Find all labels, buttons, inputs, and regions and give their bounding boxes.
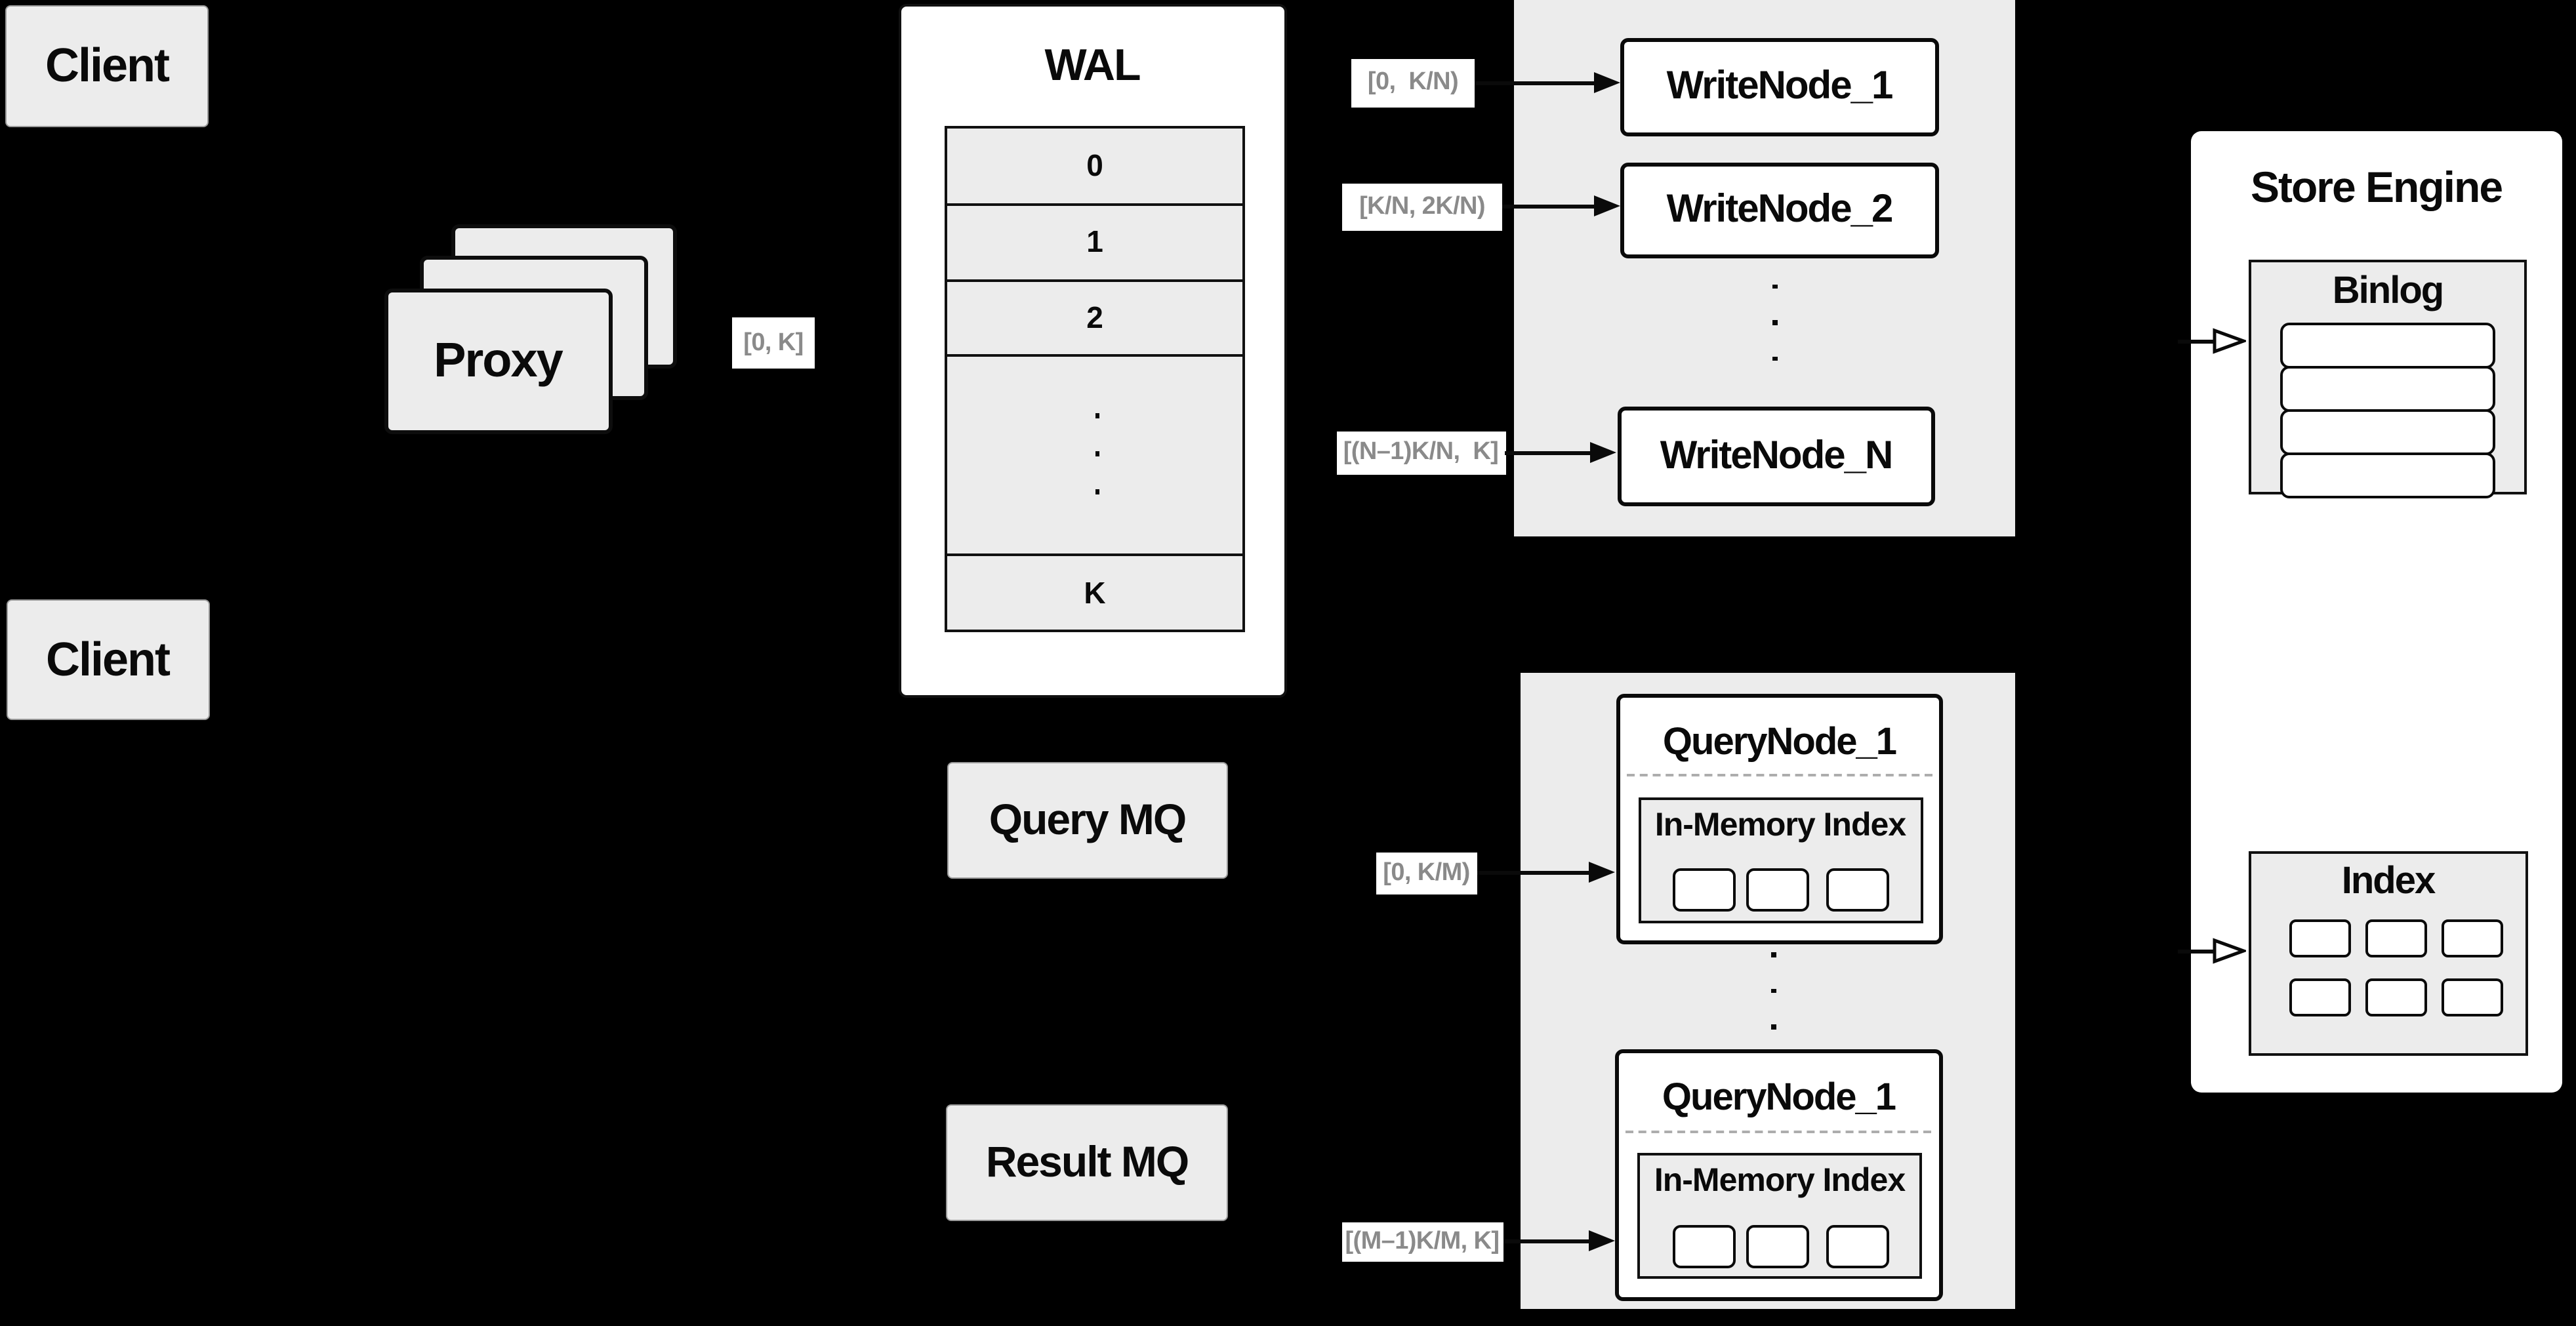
range-label-write-1: [0, K/N) [1351,58,1475,108]
writenode-1-label: WriteNode_1 [1666,64,1894,108]
range-label-write-2: [K/N, 2K/N) [1342,184,1502,230]
wal-box: WAL 0 1 2 K [898,4,1286,698]
binlog-box: Binlog [2249,259,2527,498]
range-label-proxy: [0, K] [732,317,815,369]
result-mq-label: Result MQ [985,1137,1189,1186]
querynode-1-box: QueryNode_1 In-Memory Index [1616,693,1943,944]
querynode-2-title: QueryNode_1 [1662,1077,1896,1119]
binlog-row [2280,409,2495,454]
query-mq-label: Query MQ [989,795,1187,844]
inmemory-segment [1746,1224,1809,1268]
querynode-1-inmemory-title: In-Memory Index [1654,806,1906,843]
querynode-2-inmemory-title: In-Memory Index [1654,1162,1906,1199]
querynode-1-divider [1626,774,1932,776]
binlog-row [2280,322,2495,368]
result-mq-box: Result MQ [946,1104,1228,1221]
inmemory-segment [1746,868,1809,912]
binlog-row [2280,452,2495,498]
wal-row-ellipsis [947,354,1242,553]
store-engine-box: Store Engine Binlog Index [2191,131,2562,1092]
writenode-1-box: WriteNode_1 [1620,38,1938,136]
wal-table: 0 1 2 K [945,126,1245,632]
index-segment [2365,919,2426,957]
inmemory-segment [1826,868,1889,912]
querynode-1-title: QueryNode_1 [1662,721,1897,763]
index-segment [2365,978,2426,1016]
inmemory-segment [1826,1224,1889,1268]
index-segment [2289,978,2351,1016]
index-title: Index [2341,860,2436,902]
proxy-label: Proxy [434,333,563,387]
client-box-top: Client [5,5,209,127]
writenode-2-label: WriteNode_2 [1666,188,1894,231]
index-box: Index [2249,851,2527,1055]
querynode-2-divider [1625,1130,1931,1133]
wal-row-2: 2 [947,279,1242,354]
client-bottom-label: Client [45,632,171,685]
client-top-label: Client [45,38,170,92]
binlog-row [2280,365,2495,411]
wal-row-0: 0 [947,126,1242,203]
index-segment [2289,919,2351,957]
range-label-write-n: [(N–1)K/N, K] [1336,431,1505,474]
binlog-rows [2251,322,2524,498]
wal-title: WAL [1044,41,1141,90]
index-segment [2441,978,2503,1016]
writenode-2-box: WriteNode_2 [1620,162,1938,258]
querynode-1-inmemory-index: In-Memory Index [1638,797,1923,923]
client-box-bottom: Client [6,599,209,719]
writenode-n-box: WriteNode_N [1617,407,1935,506]
inmemory-segment [1673,868,1736,912]
store-engine-title: Store Engine [2250,162,2503,211]
proxy-card-front: Proxy [384,288,612,433]
querynode-2-box: QueryNode_1 In-Memory Index [1615,1049,1942,1300]
range-label-query-m: [(M–1)K/M, K] [1341,1222,1503,1261]
querynode-2-inmemory-index: In-Memory Index [1637,1153,1922,1279]
inmemory-segment [1672,1224,1735,1268]
wal-row-1: 1 [947,203,1242,279]
binlog-title: Binlog [2332,270,2444,311]
index-segment [2441,919,2503,957]
query-mq-box: Query MQ [947,761,1228,879]
writenode-n-label: WriteNode_N [1660,434,1894,477]
range-label-query-1: [0, K/M) [1376,852,1477,894]
wal-row-k: K [947,553,1242,630]
